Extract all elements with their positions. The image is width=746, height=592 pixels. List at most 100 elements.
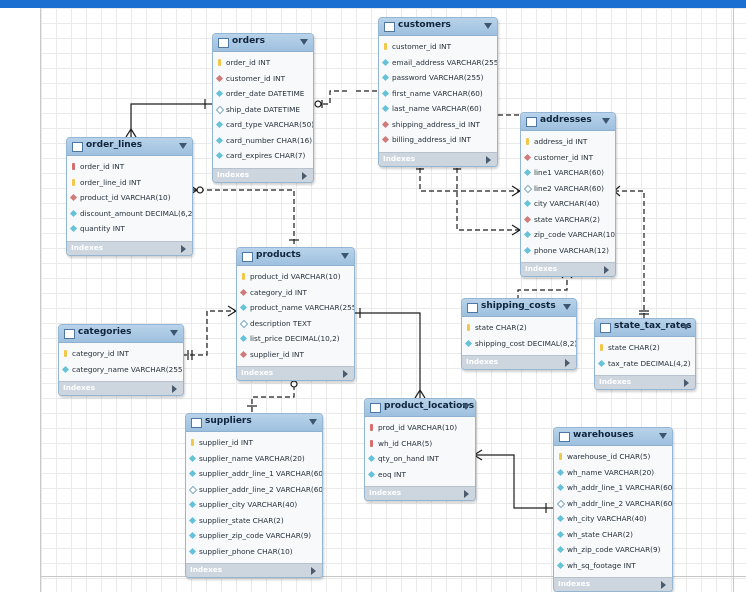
column-row[interactable]: phone VARCHAR(12) [521,243,615,259]
expand-arrow-icon[interactable] [565,359,570,367]
indexes-footer[interactable]: Indexes [186,563,322,577]
column-row[interactable]: wh_sq_footage INT [554,558,672,574]
column-row[interactable]: shipping_address_id INT [379,117,497,133]
collapse-arrow-icon[interactable] [179,143,187,149]
column-row[interactable]: product_name VARCHAR(255) [237,300,354,316]
column-row[interactable]: supplier_addr_line_1 VARCHAR(60) [186,466,322,482]
column-row[interactable]: email_address VARCHAR(255) [379,55,497,71]
column-row[interactable]: zip_code VARCHAR(10) [521,227,615,243]
indexes-footer[interactable]: Indexes [521,262,615,276]
column-row[interactable]: customer_id INT [213,71,313,87]
expand-arrow-icon[interactable] [661,581,666,589]
expand-arrow-icon[interactable] [464,490,469,498]
column-row[interactable]: first_name VARCHAR(60) [379,86,497,102]
column-row[interactable]: category_id INT [59,346,183,362]
expand-arrow-icon[interactable] [604,266,609,274]
column-row[interactable]: supplier_state CHAR(2) [186,513,322,529]
indexes-footer[interactable]: Indexes [59,381,183,395]
column-row[interactable]: supplier_addr_line_2 VARCHAR(60) [186,482,322,498]
collapse-arrow-icon[interactable] [659,433,667,439]
collapse-arrow-icon[interactable] [602,118,610,124]
column-row[interactable]: qty_on_hand INT [365,451,475,467]
column-row[interactable]: tax_rate DECIMAL(4,2) [595,356,695,372]
column-row[interactable]: wh_addr_line_1 VARCHAR(60) [554,480,672,496]
indexes-footer[interactable]: Indexes [554,577,672,591]
table-header[interactable]: products [237,248,354,266]
column-row[interactable]: customer_id INT [379,39,497,55]
collapse-arrow-icon[interactable] [170,330,178,336]
indexes-footer[interactable]: Indexes [365,486,475,500]
expand-arrow-icon[interactable] [302,171,307,180]
indexes-footer[interactable]: Indexes [237,366,354,380]
column-row[interactable]: supplier_zip_code VARCHAR(9) [186,528,322,544]
column-row[interactable]: supplier_phone CHAR(10) [186,544,322,560]
collapse-arrow-icon[interactable] [563,304,571,310]
column-row[interactable]: eoq INT [365,467,475,483]
column-row[interactable]: state CHAR(2) [595,340,695,356]
column-row[interactable]: wh_addr_line_2 VARCHAR(60) [554,496,672,512]
expand-arrow-icon[interactable] [181,244,186,253]
column-row[interactable]: last_name VARCHAR(60) [379,101,497,117]
table-header[interactable]: warehouses [554,428,672,446]
column-row[interactable]: supplier_city VARCHAR(40) [186,497,322,513]
column-row[interactable]: card_type VARCHAR(50) [213,117,313,133]
column-row[interactable]: warehouse_id CHAR(5) [554,449,672,465]
indexes-footer[interactable]: Indexes [595,375,695,389]
column-row[interactable]: wh_zip_code VARCHAR(9) [554,542,672,558]
column-row[interactable]: shipping_cost DECIMAL(8,2) [462,336,576,352]
column-row[interactable]: card_expires CHAR(7) [213,148,313,164]
column-row[interactable]: supplier_name VARCHAR(20) [186,451,322,467]
collapse-arrow-icon[interactable] [462,404,470,410]
column-row[interactable]: description TEXT [237,316,354,332]
table-warehouses[interactable]: warehouses warehouse_id CHAR(5)wh_name VA… [553,427,673,592]
column-row[interactable]: supplier_id INT [237,347,354,363]
column-row[interactable]: wh_city VARCHAR(40) [554,511,672,527]
column-row[interactable]: customer_id INT [521,150,615,166]
table-header[interactable]: order_lines [67,138,192,156]
column-row[interactable]: wh_id CHAR(5) [365,436,475,452]
column-row[interactable]: line1 VARCHAR(60) [521,165,615,181]
expand-arrow-icon[interactable] [172,385,177,393]
column-row[interactable]: prod_id VARCHAR(10) [365,420,475,436]
column-row[interactable]: order_line_id INT [67,175,192,191]
indexes-footer[interactable]: Indexes [462,355,576,369]
column-row[interactable]: wh_state CHAR(2) [554,527,672,543]
indexes-footer[interactable]: Indexes [213,167,313,182]
column-row[interactable]: list_price DECIMAL(10,2) [237,331,354,347]
column-row[interactable]: order_id INT [213,55,313,71]
column-row[interactable]: billing_address_id INT [379,132,497,148]
column-row[interactable]: order_id INT [67,159,192,175]
collapse-arrow-icon[interactable] [309,419,317,425]
table-product-locations[interactable]: product_locations prod_id VARCHAR(10)wh_i… [364,398,476,501]
column-row[interactable]: card_number CHAR(16) [213,133,313,149]
table-header[interactable]: shipping_costs [462,299,576,317]
column-row[interactable]: quantity INT [67,221,192,237]
column-row[interactable]: state VARCHAR(2) [521,212,615,228]
column-row[interactable]: category_id INT [237,285,354,301]
column-row[interactable]: product_id VARCHAR(10) [67,190,192,206]
column-row[interactable]: wh_name VARCHAR(20) [554,465,672,481]
column-row[interactable]: category_name VARCHAR(255) [59,362,183,378]
expand-arrow-icon[interactable] [343,370,348,378]
table-header[interactable]: addresses [521,113,615,131]
column-row[interactable]: supplier_id INT [186,435,322,451]
collapse-arrow-icon[interactable] [300,39,308,45]
table-header[interactable]: state_tax_rates [595,319,695,337]
collapse-arrow-icon[interactable] [682,324,690,330]
column-row[interactable]: password VARCHAR(255) [379,70,497,86]
table-header[interactable]: suppliers [186,414,322,432]
column-row[interactable]: city VARCHAR(40) [521,196,615,212]
column-row[interactable]: line2 VARCHAR(60) [521,181,615,197]
expand-arrow-icon[interactable] [684,379,689,387]
table-header[interactable]: product_locations [365,399,475,417]
table-header[interactable]: categories [59,325,183,343]
